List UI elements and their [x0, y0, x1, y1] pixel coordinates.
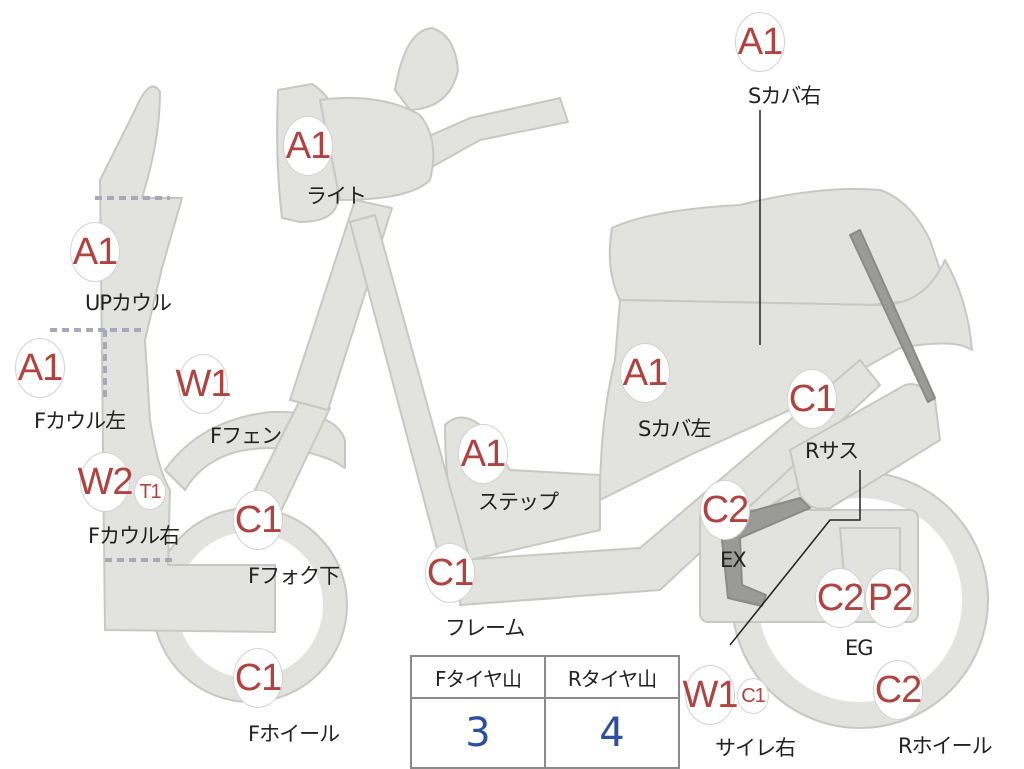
part-label-r-suspension: Rサス — [805, 439, 859, 463]
side-cover-shape — [599, 259, 973, 501]
grade-badge-f-fork-lower: C1 — [233, 490, 283, 550]
headlight-housing-shape — [319, 96, 435, 201]
part-label-up-cowl: UPカウル — [85, 291, 172, 315]
tread-value-front: 3 — [410, 697, 546, 769]
part-label-f-fender: Fフェン — [210, 424, 282, 448]
mirror-shape — [394, 27, 459, 111]
part-label-step: ステップ — [478, 490, 559, 514]
handlebar-shape — [419, 97, 569, 169]
grade-badge-f-wheel: C1 — [233, 648, 283, 708]
grade-badge-light: A1 — [283, 116, 333, 176]
part-label-f-cowl-left: Fカウル左 — [34, 409, 126, 433]
part-label-engine: EG — [845, 636, 874, 660]
part-label-r-wheel: Rホイール — [898, 734, 993, 758]
grade-badge-f-cowl-right-sub: T1 — [134, 474, 166, 510]
tread-header-rear: Rタイヤ山 — [544, 655, 680, 699]
grab-bar-shape — [849, 229, 936, 403]
grade-badge-f-fender: W1 — [176, 354, 232, 414]
part-label-f-cowl-right: Fカウル右 — [88, 524, 180, 548]
rear-suspension-shape — [789, 383, 941, 510]
grade-badge-up-cowl: A1 — [70, 222, 120, 282]
part-label-f-wheel: Fホイール — [248, 722, 340, 746]
grade-badge-s-cover-right: A1 — [735, 12, 785, 72]
part-label-silencer-right: サイレ右 — [715, 736, 796, 760]
grade-badge-step: A1 — [458, 424, 508, 484]
grade-badge-f-cowl-right: W2 — [78, 452, 134, 512]
part-label-f-fork-lower: Fフォク下 — [248, 564, 340, 588]
part-label-frame: フレーム — [445, 616, 525, 640]
tread-header-front: Fタイヤ山 — [410, 655, 546, 699]
leader-r-suspension — [729, 470, 861, 646]
part-label-light: ライト — [306, 184, 367, 208]
grade-badge-exhaust: C2 — [700, 480, 750, 540]
grade-badge-frame: C1 — [425, 543, 475, 603]
tread-value-rear: 4 — [544, 697, 680, 769]
tire-tread-table: Fタイヤ山 Rタイヤ山 3 4 — [410, 655, 680, 769]
part-label-s-cover-left: Sカバ左 — [638, 417, 711, 441]
part-label-s-cover-right: Sカバ右 — [748, 84, 821, 108]
grade-badge-r-wheel: C2 — [873, 660, 923, 720]
grade-badge-engine: C2 — [815, 568, 865, 628]
grade-badge-f-cowl-left: A1 — [15, 338, 65, 398]
lower-frame-shape — [459, 359, 881, 606]
seat-shape — [608, 188, 941, 306]
grade-badge-r-suspension: C1 — [787, 369, 837, 429]
grade-badge-s-cover-left: A1 — [620, 343, 670, 403]
part-label-exhaust: EX — [720, 548, 747, 572]
grade-badge-silencer-right-sub: C1 — [737, 678, 769, 714]
grade-badge-engine-2: P2 — [865, 568, 915, 628]
grade-badge-silencer-right: W1 — [683, 665, 739, 725]
